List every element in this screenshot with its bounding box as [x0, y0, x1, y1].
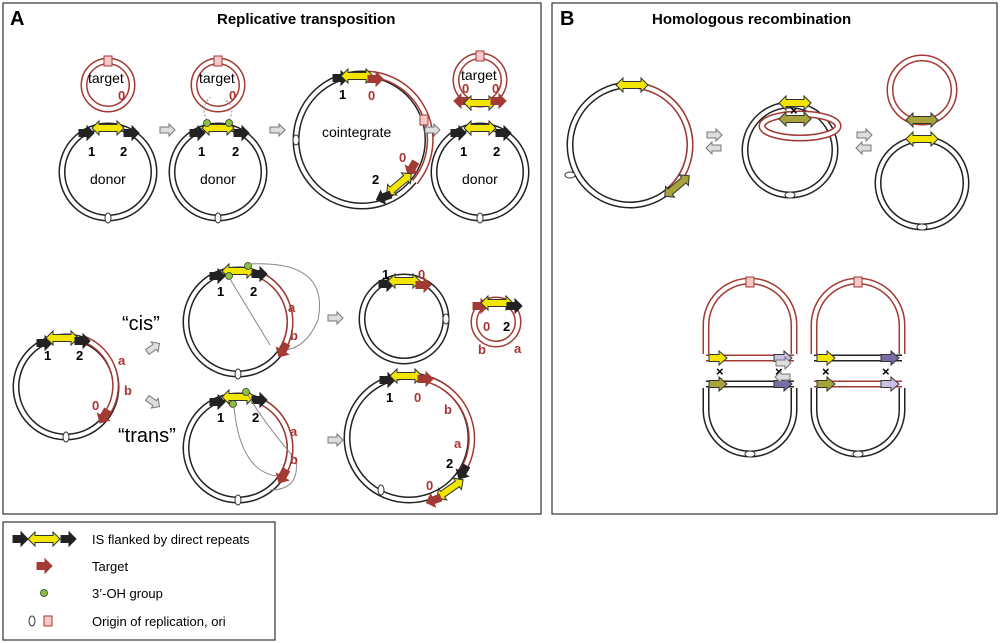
svg-text:donor: donor	[462, 171, 498, 187]
svg-text:1: 1	[198, 144, 205, 159]
svg-text:2: 2	[446, 456, 453, 471]
svg-text:1: 1	[386, 390, 393, 405]
svg-text:b: b	[290, 452, 298, 467]
svg-text:1: 1	[217, 284, 224, 299]
svg-text:2: 2	[76, 348, 83, 363]
svg-text:a: a	[290, 424, 298, 439]
svg-text:a: a	[288, 300, 296, 315]
svg-text:0: 0	[368, 88, 375, 103]
svg-text:a: a	[454, 436, 462, 451]
panel-a-letter: A	[10, 8, 24, 30]
svg-text:1: 1	[382, 267, 389, 282]
hr-intermediate: ×	[741, 95, 842, 199]
process-arrow	[159, 123, 176, 137]
svg-text:2: 2	[250, 284, 257, 299]
svg-text:1: 1	[339, 87, 346, 102]
svg-text:2: 2	[372, 172, 379, 187]
cis-product-donor: 1 0	[358, 267, 450, 365]
cointegrate-label: cointegrate	[322, 124, 391, 140]
svg-text:3’-OH group: 3’-OH group	[92, 586, 163, 601]
legend-target: Target	[36, 558, 129, 574]
svg-text:2: 2	[503, 319, 510, 334]
panel-a-title: Replicative transposition	[217, 11, 395, 28]
svg-text:2: 2	[252, 410, 259, 425]
target-plasmid-2: target 0	[190, 55, 246, 113]
svg-text:×: ×	[790, 103, 798, 118]
svg-text:0: 0	[399, 150, 406, 165]
hr-dimer-right: × ×	[810, 276, 906, 458]
panel-b-frame	[551, 2, 998, 515]
svg-text:×: ×	[882, 364, 890, 379]
hr-dimer-left: × ×	[702, 276, 798, 458]
legend-oh: 3’-OH group	[40, 586, 163, 601]
svg-text:b: b	[290, 328, 298, 343]
hr-large-plasmid	[564, 77, 695, 209]
svg-text:Origin of replication, ori: Origin of replication, ori	[92, 614, 226, 629]
svg-text:×: ×	[822, 364, 830, 379]
svg-text:IS flanked by direct repeats: IS flanked by direct repeats	[92, 532, 250, 547]
legend-frame	[2, 521, 276, 641]
starting-plasmid: 1 2 a b 0	[12, 330, 132, 443]
trans-intermediate: 1 2 a b	[182, 388, 298, 506]
svg-text:0: 0	[229, 88, 236, 103]
legend-is: IS flanked by direct repeats	[12, 531, 250, 547]
panel-b-letter: B	[560, 8, 574, 30]
cis-intermediate: 1 2 a b	[182, 262, 320, 380]
target-site-label: 0	[118, 88, 125, 103]
svg-text:1: 1	[44, 348, 51, 363]
donor-plasmid-4: 1 2 donor	[430, 120, 530, 224]
svg-text:1: 1	[217, 410, 224, 425]
legend-ori: Origin of replication, ori	[28, 614, 226, 629]
target-label: target	[88, 70, 124, 86]
svg-text:2: 2	[493, 144, 500, 159]
svg-text:0: 0	[426, 478, 433, 493]
svg-text:1: 1	[460, 144, 467, 159]
forward-arrow	[706, 128, 723, 142]
svg-text:2: 2	[232, 144, 239, 159]
svg-text:target: target	[199, 70, 235, 86]
svg-text:b: b	[478, 342, 486, 357]
trans-label: “trans”	[118, 425, 176, 447]
svg-text:0: 0	[414, 390, 421, 405]
cointegrate-plasmid: 1 0 cointegrate 0 2	[292, 68, 434, 210]
panel-b-title: Homologous recombination	[652, 11, 851, 28]
target-plasmid-4: target 0 0	[452, 50, 508, 111]
hr-resolved-plasmids	[874, 54, 970, 231]
svg-text:0: 0	[92, 398, 99, 413]
donor-label: donor	[90, 171, 126, 187]
cis-label: “cis”	[122, 313, 160, 335]
svg-text:b: b	[444, 402, 452, 417]
svg-text:target: target	[461, 67, 497, 83]
svg-text:a: a	[514, 341, 522, 356]
trans-product: 1 0 b a 2 0	[343, 368, 476, 510]
svg-text:0: 0	[418, 267, 425, 282]
panel-a-frame	[2, 2, 542, 515]
svg-text:b: b	[124, 383, 132, 398]
cis-product-small: 0 2 b a	[470, 295, 523, 357]
svg-text:a: a	[118, 353, 126, 368]
svg-text:0: 0	[483, 319, 490, 334]
svg-text:1: 1	[88, 144, 95, 159]
target-plasmid-1: target 0	[80, 55, 136, 113]
svg-text:×: ×	[716, 364, 724, 379]
svg-text:2: 2	[120, 144, 127, 159]
svg-text:donor: donor	[200, 171, 236, 187]
donor-plasmid-2: 1 2 donor	[168, 96, 268, 224]
svg-text:Target: Target	[92, 559, 129, 574]
svg-text:0: 0	[462, 81, 469, 96]
svg-text:0: 0	[492, 81, 499, 96]
donor-plasmid-1: 1 2 donor	[58, 120, 158, 224]
svg-text:×: ×	[775, 364, 783, 379]
